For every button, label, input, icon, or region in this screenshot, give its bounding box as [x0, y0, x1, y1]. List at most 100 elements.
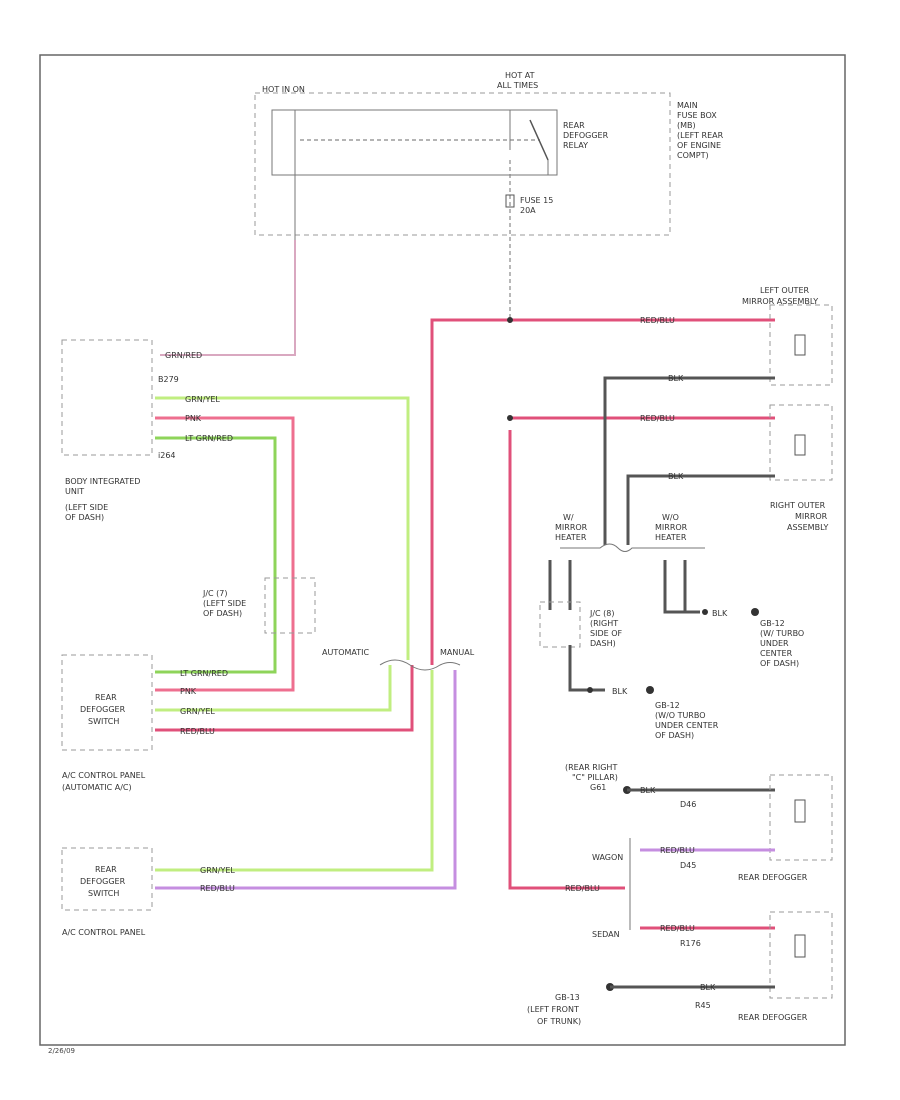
- label-heater-r-1: W/O: [662, 513, 679, 522]
- label-wire-pnk: PNK: [185, 414, 202, 423]
- wire-redblu-auto: [430, 318, 510, 665]
- label-g61-3: G61: [590, 783, 606, 792]
- rear-defogger-relay-box: [271, 109, 558, 176]
- label-gb13-3: OF TRUNK): [537, 1017, 581, 1026]
- label-fuse-20a: 20A: [520, 206, 536, 215]
- label-g61-2: "C" PILLAR): [572, 773, 618, 782]
- jc-7: [264, 577, 316, 634]
- wire-redblu-switch: [155, 665, 414, 732]
- label-switch-1: REAR: [95, 693, 117, 702]
- label-switch-m-2: DEFOGGER: [80, 877, 126, 886]
- label-wire-blk-6: BLK: [700, 983, 716, 992]
- ground-gb12-b: [646, 686, 654, 694]
- wire-blk-ground-b: [568, 645, 605, 692]
- label-wire-redblu-5: RED/BLU: [565, 884, 600, 893]
- label-wire-redblu-1: RED/BLU: [180, 727, 215, 736]
- label-jc8-4: DASH): [590, 639, 616, 648]
- label-fusebox-2: FUSE BOX: [677, 111, 717, 120]
- label-wire-redblu-3: RED/BLU: [640, 316, 675, 325]
- label-fusebox-3: (MB): [677, 121, 696, 130]
- label-gb12-a-2: (W/ TURBO: [760, 629, 804, 638]
- wire-pnk: [155, 416, 295, 692]
- label-manual: MANUAL: [440, 648, 475, 657]
- wire-grnyel-switch: [155, 665, 392, 712]
- footer-code: 2/26/09: [48, 1047, 75, 1055]
- label-defog-wagon: REAR DEFOGGER: [738, 873, 808, 882]
- label-conn-r176: R176: [680, 939, 701, 948]
- right-mirror-heater: [794, 434, 806, 456]
- label-wire-redblu-6: RED/BLU: [660, 846, 695, 855]
- label-wire-grnyel-1: GRN/YEL: [185, 395, 220, 404]
- label-gb12-a-4: CENTER: [760, 649, 793, 658]
- wire-grnred-biu: [160, 240, 296, 356]
- relay-switch: [529, 119, 549, 161]
- wire-ltgrnred: [155, 436, 277, 674]
- label-biu-3: (LEFT SIDE: [65, 503, 108, 512]
- label-switch-3: SWITCH: [88, 717, 119, 726]
- label-conn-r45: R45: [695, 1001, 711, 1010]
- label-acpanel-m: A/C CONTROL PANEL: [62, 928, 146, 937]
- left-outer-mirror-assembly: [769, 304, 833, 386]
- wire-redblu-main: [508, 430, 625, 890]
- left-mirror-heater: [794, 334, 806, 356]
- label-jc8-1: J/C (8): [589, 609, 615, 618]
- label-gb12-b-4: OF DASH): [655, 731, 694, 740]
- label-jc7-2: (LEFT SIDE: [203, 599, 246, 608]
- label-switch-m-1: REAR: [95, 865, 117, 874]
- rear-defogger-wagon: [769, 774, 833, 861]
- label-acpanel-1: A/C CONTROL PANEL: [62, 771, 146, 780]
- label-sedan: SEDAN: [592, 930, 620, 939]
- auto-manual-selector: [379, 659, 461, 671]
- label-gb12-b-2: (W/O TURBO: [655, 711, 706, 720]
- label-biu-conn-2: i264: [158, 451, 176, 460]
- wire-blk-ground-a: [663, 560, 700, 614]
- rear-defogger-switch-manual: [61, 847, 153, 911]
- label-relay-3: RELAY: [563, 141, 588, 150]
- label-biu-2: UNIT: [65, 487, 84, 496]
- label-fuse-15: FUSE 15: [520, 196, 553, 205]
- diagram-frame: [39, 54, 846, 1046]
- label-wire-ltgrnred-2: LT GRN/RED: [180, 669, 228, 678]
- label-automatic: AUTOMATIC: [322, 648, 370, 657]
- label-wire-grnyel-3: GRN/YEL: [200, 866, 235, 875]
- label-heater-r-3: HEATER: [655, 533, 687, 542]
- label-hot-at: HOT AT: [505, 71, 535, 80]
- rear-defogger-sedan: [769, 911, 833, 999]
- label-relay-2: DEFOGGER: [563, 131, 609, 140]
- wire-grnyel-manual: [155, 670, 434, 872]
- fuse-15: [505, 194, 515, 208]
- label-wire-redblu-2: RED/BLU: [200, 884, 235, 893]
- wire-grnyel-biu: [155, 396, 410, 660]
- label-biu-conn-1: B279: [158, 375, 179, 384]
- label-gb12-b-3: UNDER CENTER: [655, 721, 719, 730]
- label-wire-grnred: GRN/RED: [165, 351, 202, 360]
- main-fuse-box: [254, 92, 671, 236]
- label-g61-1: (REAR RIGHT: [565, 763, 617, 772]
- label-wire-ltgrnred-1: LT GRN/RED: [185, 434, 233, 443]
- label-heater-r-2: MIRROR: [655, 523, 688, 532]
- label-wire-blk-4: BLK: [712, 609, 728, 618]
- label-gb12-a-5: OF DASH): [760, 659, 799, 668]
- label-heater-l-1: W/: [563, 513, 574, 522]
- ground-gb12-a: [751, 608, 759, 616]
- label-jc7-3: OF DASH): [203, 609, 242, 618]
- label-relay-1: REAR: [563, 121, 585, 130]
- label-biu-1: BODY INTEGRATED: [65, 477, 140, 486]
- label-gb12-a-1: GB-12: [760, 619, 785, 628]
- label-all-times: ALL TIMES: [497, 81, 538, 90]
- label-heater-l-3: HEATER: [555, 533, 587, 542]
- body-integrated-unit: [61, 339, 153, 456]
- label-gb12-a-3: UNDER: [760, 639, 789, 648]
- label-wire-blk-1: BLK: [668, 374, 684, 383]
- label-wire-redblu-7: RED/BLU: [660, 924, 695, 933]
- label-fusebox-4: (LEFT REAR: [677, 131, 724, 140]
- label-switch-m-3: SWITCH: [88, 889, 119, 898]
- wire-blk-right-mirror: [626, 474, 775, 545]
- label-heater-l-2: MIRROR: [555, 523, 588, 532]
- label-left-mirror-1: LEFT OUTER: [760, 286, 809, 295]
- label-wire-pnk-2: PNK: [180, 687, 197, 696]
- label-conn-d45: D45: [680, 861, 696, 870]
- label-right-mirror-3: ASSEMBLY: [787, 523, 828, 532]
- label-switch-2: DEFOGGER: [80, 705, 126, 714]
